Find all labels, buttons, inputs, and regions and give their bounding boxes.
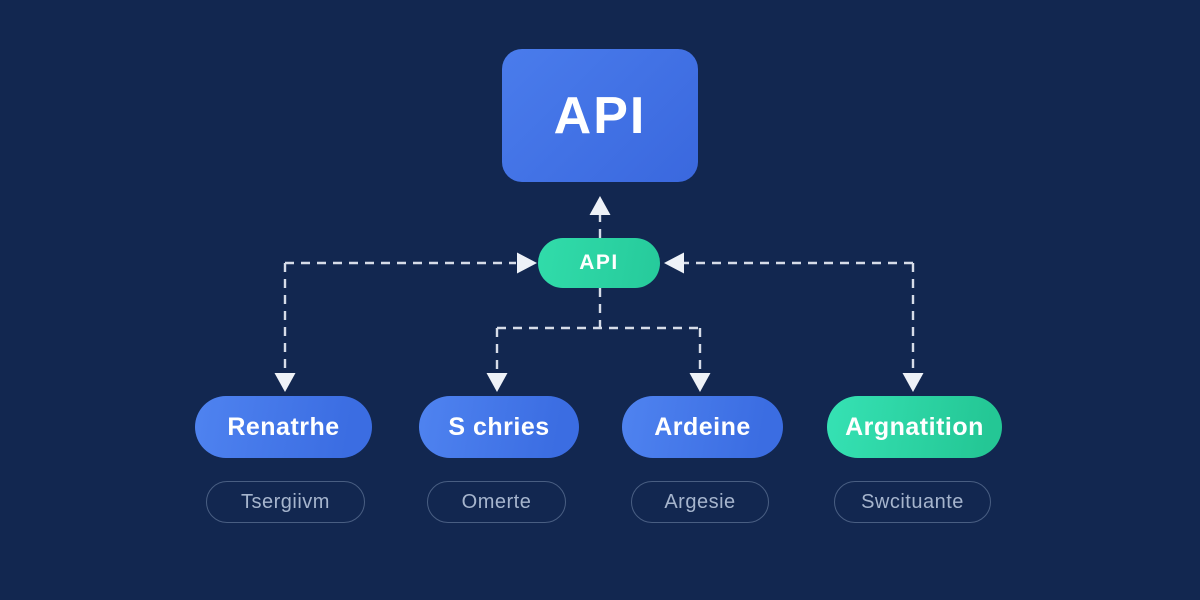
api-hub-label: API (579, 251, 619, 274)
sub-pill-1: Tsergiivm (206, 481, 365, 523)
sub-pill-1-label: Tsergiivm (241, 490, 330, 513)
arrowhead-right-into-hub (517, 252, 537, 274)
sub-pill-3: Argesie (631, 481, 769, 523)
arrowhead-up-to-title (589, 196, 611, 215)
arrowhead-left-into-hub (664, 252, 684, 274)
arrowhead-down-box-3 (689, 373, 711, 392)
arrowhead-down-box-1 (274, 373, 296, 392)
node-box-3-label: Ardeine (654, 412, 751, 441)
node-box-2-label: S chries (448, 412, 550, 441)
sub-pill-2-label: Omerte (461, 490, 532, 513)
arrowhead-down-box-2 (486, 373, 508, 392)
api-title-label: API (553, 86, 647, 145)
sub-pill-3-label: Argesie (664, 490, 736, 513)
sub-pill-2: Omerte (427, 481, 566, 523)
node-box-1-label: Renatrhe (227, 412, 340, 441)
sub-pill-4-label: Swcituante (861, 490, 964, 513)
node-box-4: Argnatition (827, 396, 1002, 458)
api-hub-pill: API (538, 238, 660, 288)
node-box-4-label: Argnatition (845, 412, 984, 441)
node-box-2: S chries (419, 396, 579, 458)
sub-pill-4: Swcituante (834, 481, 991, 523)
arrowhead-down-box-4 (902, 373, 924, 392)
node-box-1: Renatrhe (195, 396, 372, 458)
api-title-box: API (502, 49, 698, 182)
node-box-3: Ardeine (622, 396, 783, 458)
